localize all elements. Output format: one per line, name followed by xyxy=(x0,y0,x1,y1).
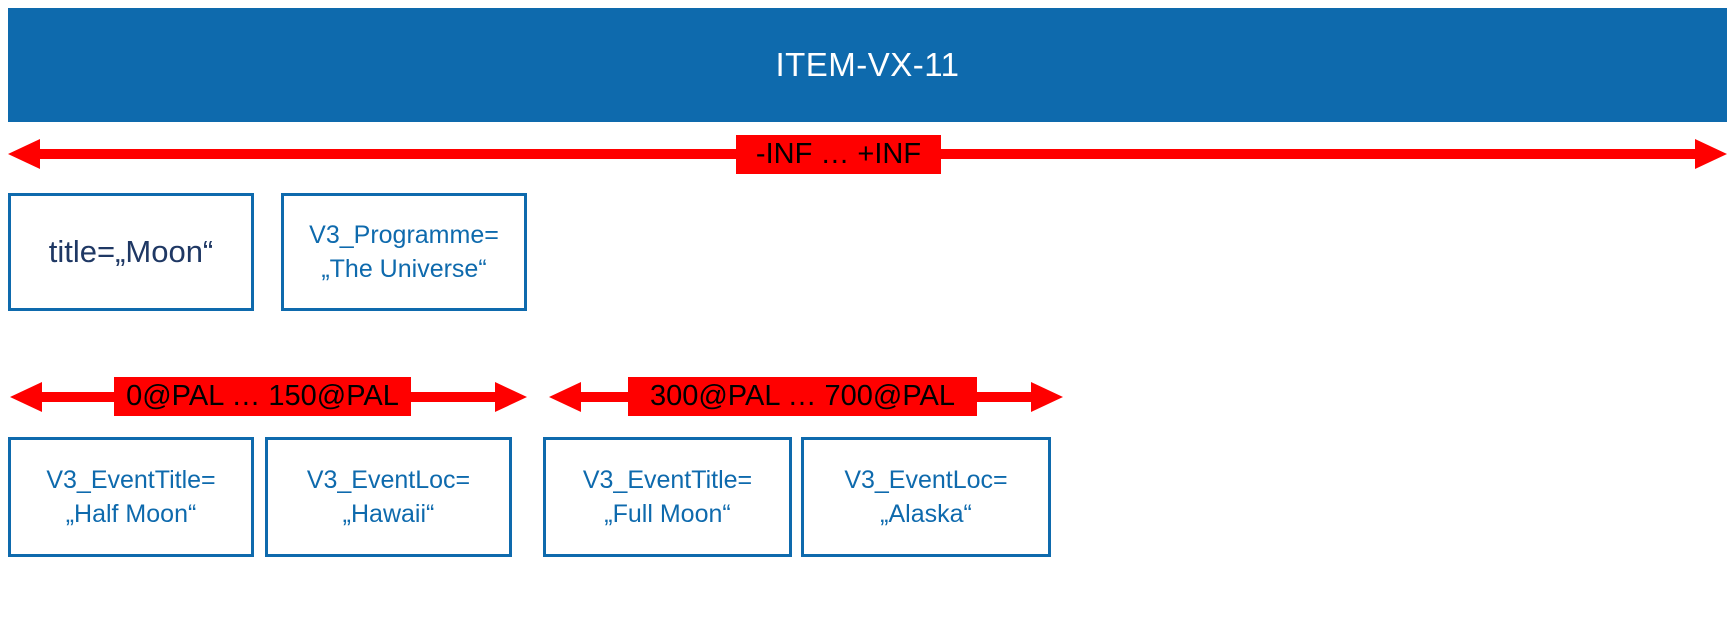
item-header-bar: ITEM-VX-11 xyxy=(8,8,1727,122)
event-range-label-1: 0@PAL … 150@PAL xyxy=(114,377,411,416)
arrow-right-icon xyxy=(495,382,527,412)
attribute-box-event-loc-1: V3_EventLoc= „Hawaii“ xyxy=(265,437,512,557)
arrow-right-icon xyxy=(1695,139,1727,169)
attribute-box-event-title-1: V3_EventTitle= „Half Moon“ xyxy=(8,437,254,557)
attribute-text: V3_Programme= xyxy=(309,220,499,249)
event-range-label-2: 300@PAL … 700@PAL xyxy=(628,377,977,416)
attribute-text: V3_EventLoc= xyxy=(306,465,471,494)
attribute-text: „Hawaii“ xyxy=(342,500,435,528)
attribute-text: „Full Moon“ xyxy=(604,500,731,528)
attribute-box-title: title=„Moon“ xyxy=(8,193,254,311)
item-title: ITEM-VX-11 xyxy=(775,46,960,83)
attribute-box-event-title-2: V3_EventTitle= „Full Moon“ xyxy=(543,437,792,557)
arrow-right-icon xyxy=(1031,382,1063,412)
attribute-box-programme: V3_Programme= „The Universe“ xyxy=(281,193,527,311)
attribute-text: „The Universe“ xyxy=(321,255,487,283)
attribute-box-event-loc-2: V3_EventLoc= „Alaska“ xyxy=(801,437,1051,557)
global-range-label: -INF … +INF xyxy=(736,135,941,174)
attribute-text: „Alaska“ xyxy=(880,500,972,528)
attribute-text: V3_EventTitle= xyxy=(46,465,216,494)
attribute-text: „Half Moon“ xyxy=(65,500,197,528)
attribute-text: V3_EventLoc= xyxy=(844,465,1008,494)
attribute-text: V3_EventTitle= xyxy=(582,465,753,494)
attribute-text: title=„Moon“ xyxy=(48,233,214,269)
